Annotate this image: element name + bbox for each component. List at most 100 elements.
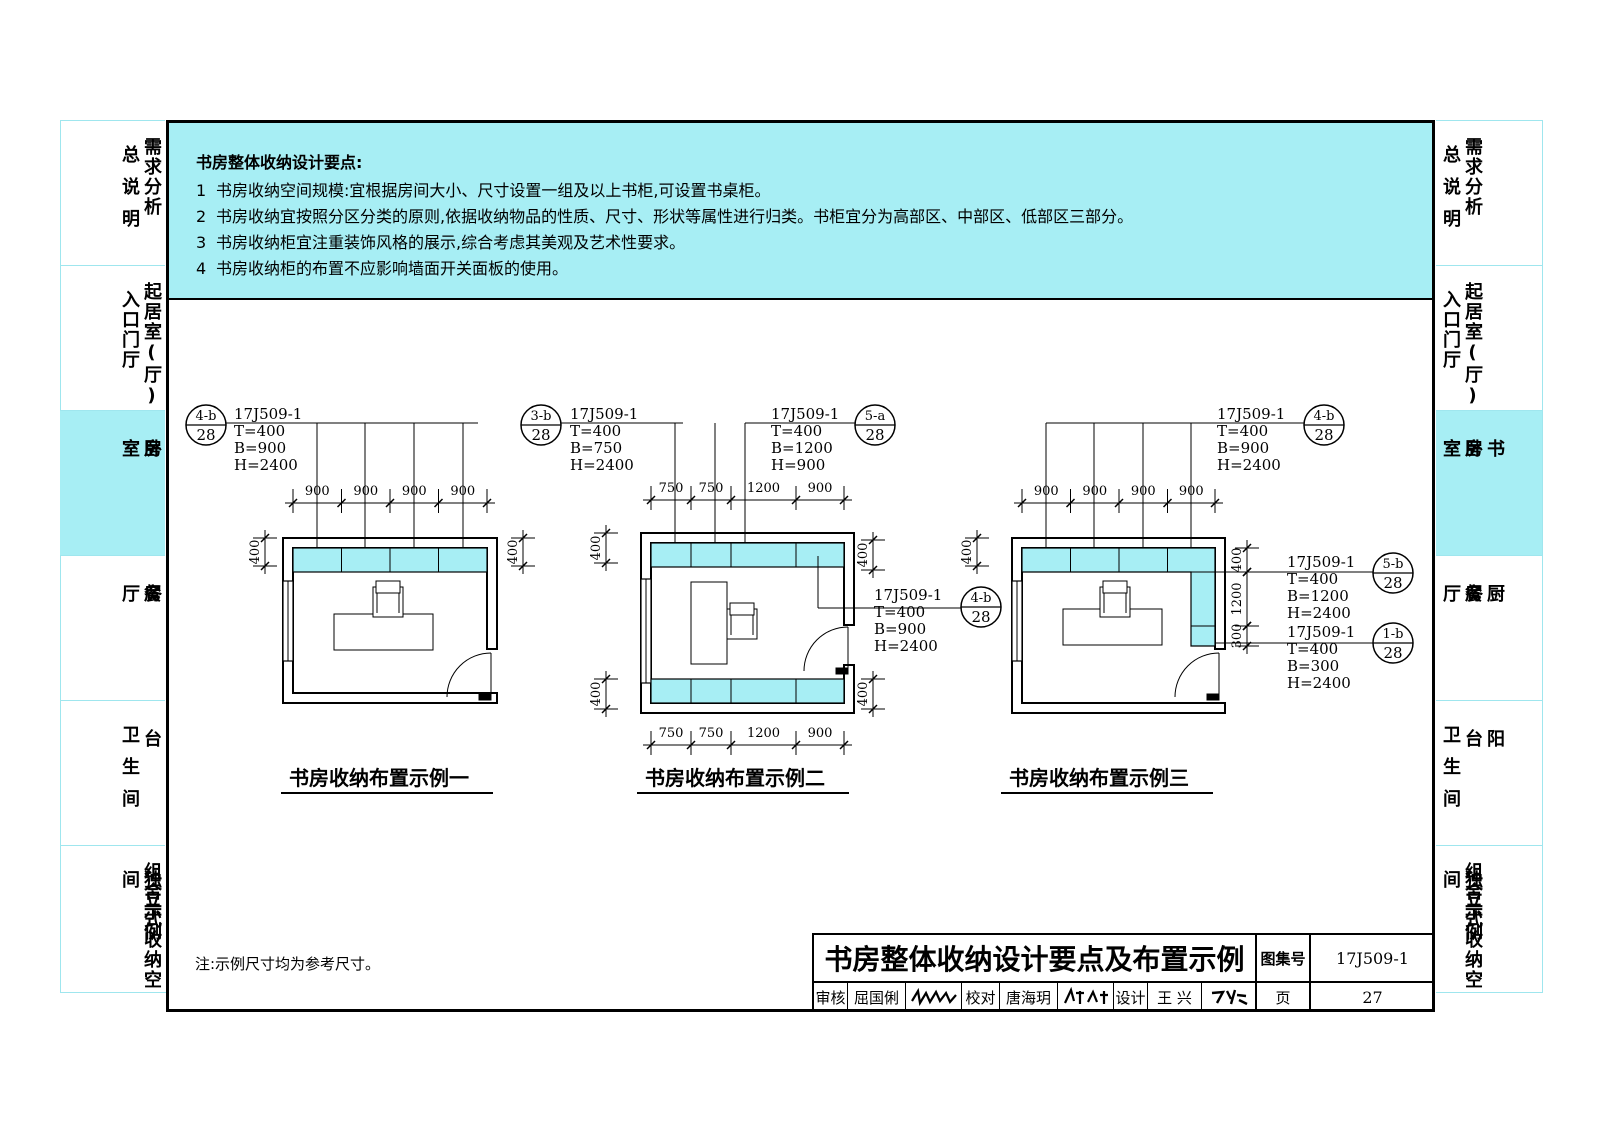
detail-callout-bottom: 28 (1383, 644, 1402, 662)
dim-tick (518, 561, 528, 571)
cabinet-spec: T=400 (1287, 570, 1338, 588)
dim-tick (518, 533, 528, 543)
dim-tick (839, 495, 849, 505)
left-tab-strip (60, 120, 166, 993)
door-stop (1206, 693, 1220, 701)
cabinet-ref: 17J509-1 (234, 405, 302, 423)
bookcase (650, 542, 845, 568)
dim-tick (482, 498, 492, 508)
nav-tab-label-outer: 入口门厅 (119, 290, 140, 370)
nav-tab-left[interactable]: 独立式收纳空间组合示例 (60, 845, 165, 990)
checker-signature-mark (1063, 987, 1108, 1004)
cabinet-ref: 17J509-1 (874, 586, 942, 604)
nav-tab-label-outer: 卫生间 (1440, 725, 1461, 821)
example-3-caption-underline (1001, 792, 1213, 794)
nav-tab-label-outer: 卫生间 (119, 725, 140, 821)
reviewer-name: 屈国俐 (848, 983, 906, 1011)
page-label: 页 (1257, 983, 1311, 1011)
cabinet-ref: 17J509-1 (1287, 553, 1355, 571)
cabinet-spec: T=400 (234, 422, 285, 440)
cabinet-spec: H=2400 (1287, 604, 1351, 622)
dimension-label: 400 (589, 682, 604, 707)
check-label: 校对 (962, 983, 1000, 1011)
dimension-label: 400 (856, 682, 871, 707)
nav-tab-right[interactable]: 卧室书房 (1436, 410, 1542, 555)
review-label: 审核 (814, 983, 848, 1011)
detail-callout-bottom: 28 (196, 426, 215, 444)
nav-tab-label-outer: 餐厅 (119, 584, 162, 646)
nav-tab-right[interactable]: 餐厅厨房 (1436, 555, 1542, 700)
right-tab-strip (1436, 120, 1543, 993)
cabinet-spec: H=2400 (874, 637, 938, 655)
dim-tick (260, 533, 270, 543)
example-2-caption: 书房收纳布置示例二 (645, 766, 825, 790)
dimension-label: 750 (659, 726, 684, 741)
dim-tick (336, 498, 347, 508)
footnote: 注:示例尺寸均为参考尺寸。 (195, 955, 381, 973)
dimension-label: 400 (248, 540, 263, 565)
nav-tab-right[interactable]: 卫生间阳台 (1436, 700, 1542, 845)
designer-name: 王 兴 (1148, 983, 1202, 1011)
desk (333, 613, 434, 651)
notes-title: 书房整体收纳设计要点: (196, 153, 363, 172)
nav-tab-left[interactable]: 入口门厅起居室(厅) (60, 265, 165, 410)
designer-signature (1202, 983, 1257, 1011)
title-block: 书房整体收纳设计要点及布置示例 图集号 17J509-1 审核 屈国俐 校对 唐… (812, 933, 1434, 1011)
example-1-caption-underline (281, 792, 493, 794)
detail-callout-top: 1-b (1383, 627, 1404, 642)
cabinet-spec: B=1200 (1287, 587, 1349, 605)
dim-tick (868, 674, 878, 684)
cabinet-spec: T=400 (771, 422, 822, 440)
dim-tick (972, 561, 982, 571)
dim-tick (791, 740, 801, 750)
dim-tick (601, 558, 611, 568)
desk (690, 581, 728, 665)
nav-tab-label-inner: 阳台 (1462, 729, 1505, 791)
cabinet-spec: T=400 (1287, 640, 1338, 658)
nav-tab-right[interactable]: 独立式收纳空间组合示例 (1436, 845, 1542, 990)
detail-callout-bottom: 28 (531, 426, 550, 444)
dim-tick (686, 495, 696, 505)
cabinet-spec: H=900 (771, 456, 825, 474)
dim-tick (646, 495, 656, 505)
nav-tab-label-outer: 卧室 (119, 439, 162, 501)
cabinet-spec: T=400 (570, 422, 621, 440)
dim-tick (601, 528, 611, 538)
nav-tab-right[interactable]: 入口门厅起居室(厅) (1436, 265, 1542, 410)
dim-tick (1162, 498, 1173, 508)
dimension-label: 750 (699, 726, 724, 741)
design-label: 设计 (1114, 983, 1148, 1011)
atlas-label: 图集号 (1257, 935, 1311, 983)
nav-tab-left[interactable]: 总说明需求分析 (60, 120, 165, 265)
nav-tab-label-outer: 独立式收纳空间 (119, 870, 162, 990)
example-2-caption-underline (637, 792, 849, 794)
cabinet-spec: T=400 (1217, 422, 1268, 440)
drawing-title: 书房整体收纳设计要点及布置示例 (814, 935, 1257, 983)
detail-callout-top: 5-b (1383, 557, 1404, 572)
detail-callout-bottom: 28 (971, 608, 990, 626)
checker-name: 唐海玥 (1000, 983, 1058, 1011)
chair-back (729, 602, 755, 616)
nav-tab-label-inner: 书房 (1462, 439, 1505, 501)
dimension-label: 900 (808, 481, 833, 496)
checker-signature (1058, 983, 1114, 1011)
detail-callout-top: 4-b (196, 409, 217, 424)
dimension-label: 900 (353, 484, 378, 499)
nav-tab-label-outer: 总说明 (119, 145, 140, 241)
nav-tab-label-inner: 厨房 (1462, 584, 1505, 646)
cabinet-spec: H=2400 (1287, 674, 1351, 692)
door-stop (835, 667, 849, 675)
dim-tick (726, 495, 736, 505)
cabinet-ref: 17J509-1 (570, 405, 638, 423)
cabinet-spec: B=1200 (771, 439, 833, 457)
nav-tab-right[interactable]: 总说明需求分析 (1436, 120, 1542, 265)
dimension-label: 400 (589, 536, 604, 561)
dimension-label: 400 (960, 540, 975, 565)
dim-tick (1017, 498, 1027, 508)
dim-tick (686, 740, 696, 750)
